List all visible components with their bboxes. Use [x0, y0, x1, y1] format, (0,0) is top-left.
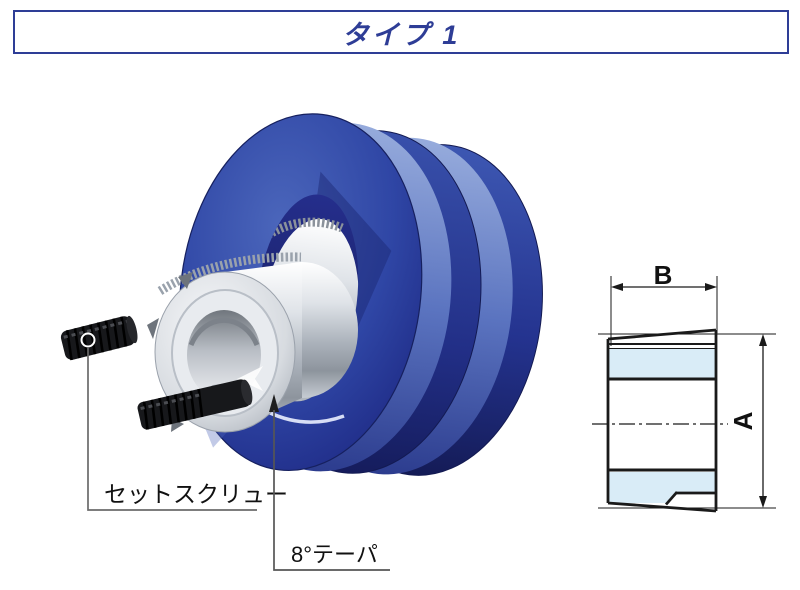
pulley-illustration: セットスクリュー 8°テーパ: [60, 113, 543, 571]
taper-direction-arrow: [237, 366, 263, 391]
title-box: タイプ 1: [13, 10, 789, 54]
bushing-outline: [606, 328, 718, 513]
dim-a-label: A: [728, 411, 758, 430]
arrow-left-icon: [611, 283, 623, 291]
leader-line: [273, 410, 390, 571]
set-screw-installed: [137, 379, 253, 430]
dimension-b: B: [611, 260, 717, 291]
thread-highlight: [140, 392, 203, 411]
thread-highlight: [63, 319, 129, 339]
set-screw-body: [137, 379, 251, 430]
arrow-down-icon: [759, 496, 767, 508]
taper-leader: 8°テーパ: [269, 394, 390, 571]
rim-notch: [147, 318, 159, 339]
barrel-serration: [265, 217, 344, 239]
face-highlight-arc: [267, 410, 345, 424]
arrow-right-icon: [705, 283, 717, 291]
section-fill-top: [609, 349, 715, 378]
set-screw-label: セットスクリュー: [104, 481, 288, 507]
set-screw-body: [60, 316, 136, 360]
section-fill-bottom: [609, 472, 715, 503]
hub-bore-shadow: [188, 317, 260, 346]
dimension-a: A: [728, 334, 767, 508]
arrow-up-icon: [759, 334, 767, 346]
rim-notch: [178, 272, 193, 289]
flange-step-diagonal: [664, 491, 679, 506]
page-title: タイプ 1: [341, 19, 461, 50]
dim-b-label: B: [654, 260, 673, 290]
hub-serration: [157, 252, 302, 295]
bottom-taper-edge: [607, 501, 717, 513]
leader-marker-circle: [80, 332, 96, 348]
set-screw-leader: セットスクリュー: [80, 332, 288, 511]
leader-line: [87, 347, 257, 511]
set-screw-floating: [60, 315, 138, 361]
screw-end: [126, 315, 138, 344]
screw-end: [240, 379, 253, 406]
bushing-section-drawing: B A: [592, 260, 776, 513]
arrow-up-icon: [269, 394, 279, 412]
outer-taper-edge: [607, 328, 717, 341]
taper-label: 8°テーパ: [291, 542, 378, 567]
